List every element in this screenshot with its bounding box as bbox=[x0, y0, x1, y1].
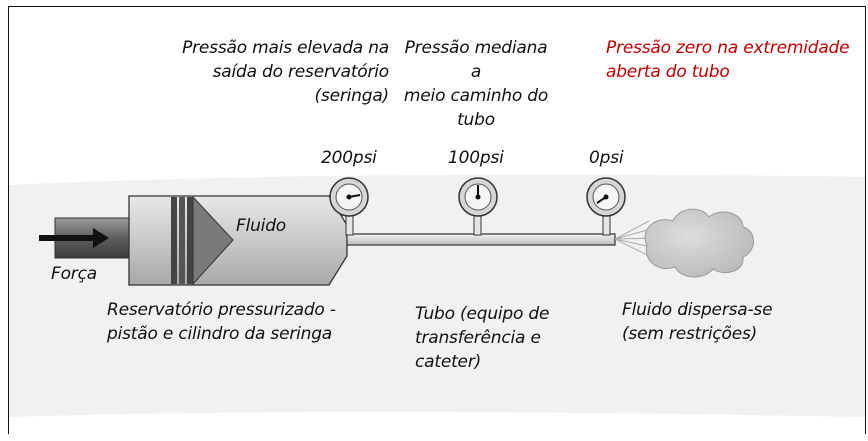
mid-pressure-label: Pressão mediana a meio caminho do tubo bbox=[403, 38, 549, 130]
gauge-stem bbox=[345, 215, 354, 236]
gauge-stem bbox=[473, 215, 482, 236]
piston-cone bbox=[192, 195, 234, 286]
fluid-label: Fluido bbox=[236, 216, 286, 236]
disperses-label: Fluido dispersa-se (sem restrições) bbox=[622, 300, 773, 344]
piston-ring bbox=[187, 197, 193, 284]
force-label: Força bbox=[51, 264, 97, 284]
syringe-illustration bbox=[9, 174, 865, 417]
piston-ring bbox=[171, 197, 177, 284]
tube-label: Tubo (equipo de transferência e cateter) bbox=[415, 304, 550, 372]
high-pressure-label: Pressão mais elevada na saída do reserva… bbox=[182, 38, 389, 106]
diagram-frame: Pressão mais elevada na saída do reserva… bbox=[8, 6, 866, 434]
gauge-reading-high: 200psi bbox=[321, 148, 377, 168]
reservoir-label: Reservatório pressurizado - pistão e cil… bbox=[107, 300, 336, 344]
zero-pressure-label: Pressão zero na extremidade aberta do tu… bbox=[606, 38, 850, 82]
pressure-gauge-high-icon bbox=[329, 177, 369, 217]
gauge-reading-zero: 0psi bbox=[589, 148, 624, 168]
gauge-reading-mid: 100psi bbox=[448, 148, 504, 168]
syringe-barrel bbox=[128, 195, 348, 286]
piston-ring bbox=[179, 197, 185, 284]
gauge-stem bbox=[602, 215, 611, 236]
force-arrow-head bbox=[93, 228, 109, 248]
pressure-gauge-mid-icon bbox=[458, 177, 498, 217]
transfer-tube bbox=[346, 233, 616, 246]
fluid-cloud bbox=[644, 208, 754, 278]
pressure-gauge-zero-icon bbox=[586, 177, 626, 217]
